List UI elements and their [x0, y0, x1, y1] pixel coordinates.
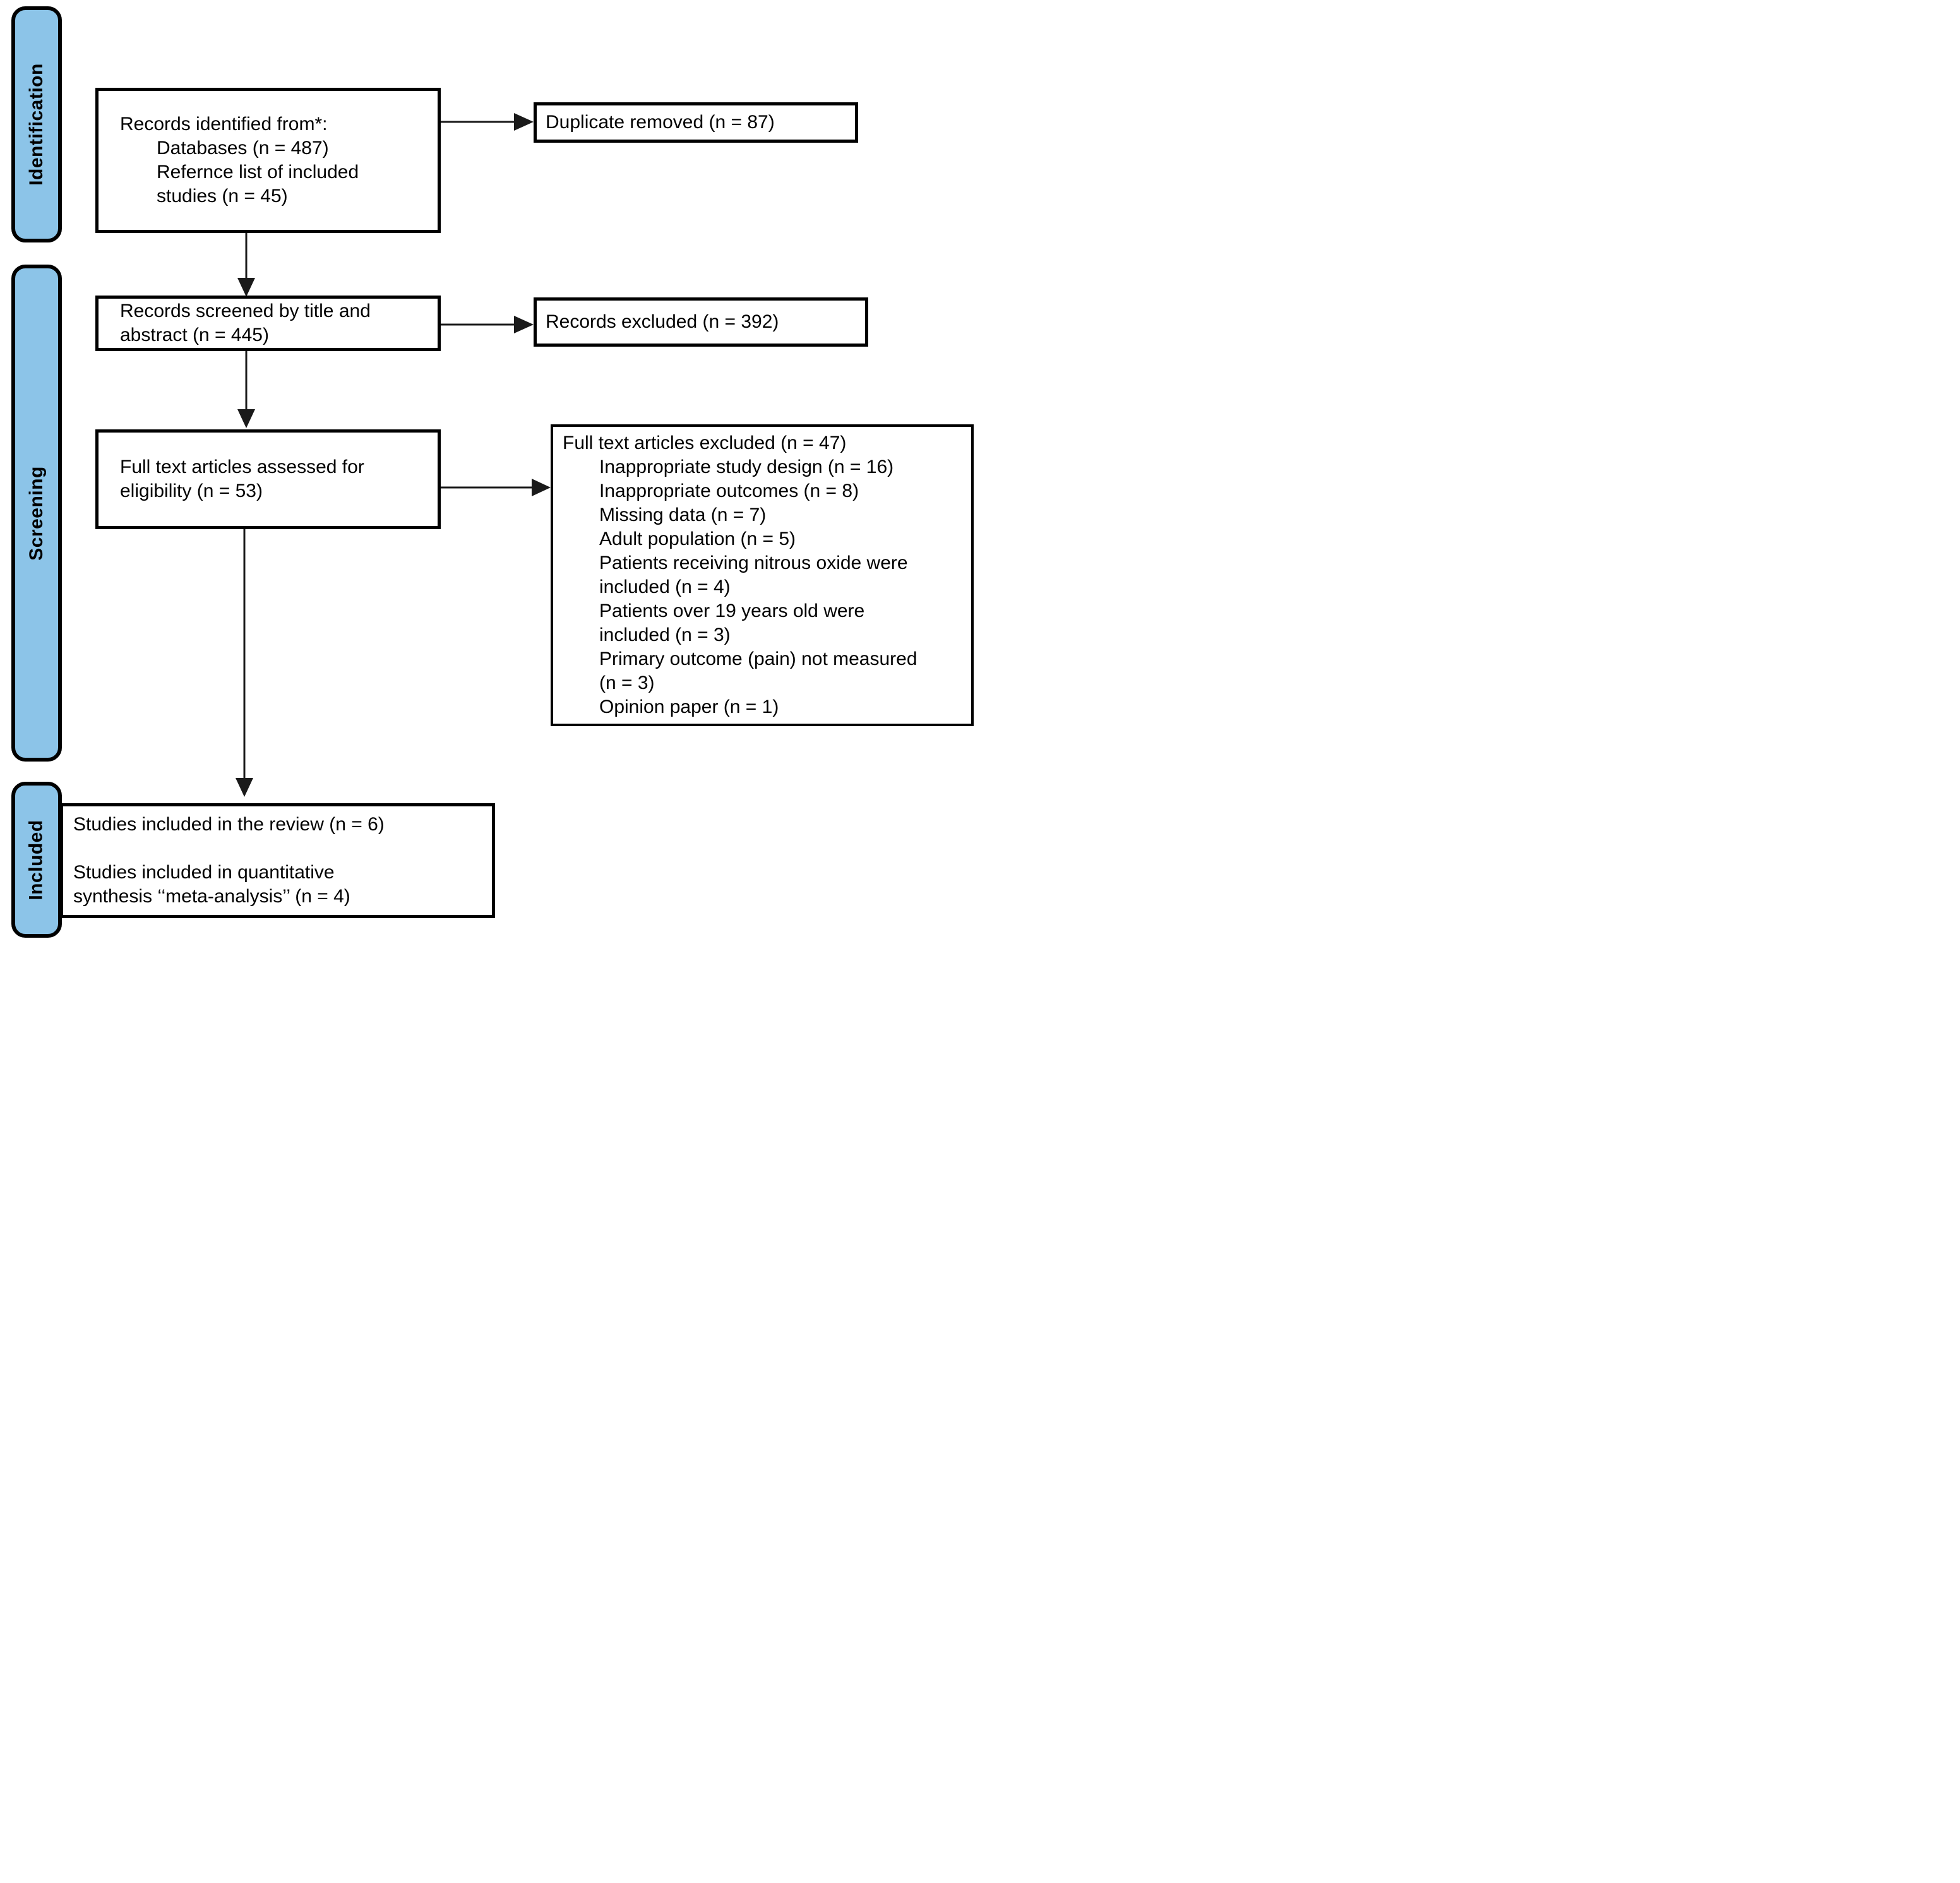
text-line: Primary outcome (pain) not measured — [599, 649, 917, 669]
prisma-flow-diagram: Identification Screening Included Record… — [0, 0, 980, 942]
text-line: Inappropriate study design (n = 16) — [599, 457, 894, 477]
text-line: Records excluded (n = 392) — [546, 311, 779, 332]
stage-label-included: Included — [26, 819, 47, 900]
box-fulltext-excluded: Full text articles excluded (n = 47) Inap… — [551, 424, 974, 726]
text-line: Records screened by title and — [120, 301, 371, 321]
text-line: abstract (n = 445) — [120, 325, 269, 345]
box-fulltext-assessed: Full text articles assessed for eligibili… — [95, 429, 441, 529]
text-line: (n = 3) — [599, 672, 655, 693]
arrowhead-screened — [237, 278, 255, 297]
arrowhead-duplicates — [514, 113, 534, 131]
stage-bar-included: Included — [11, 782, 62, 938]
text-line: synthesis ‘‘meta-analysis’’ (n = 4) — [73, 886, 350, 907]
flow-connectors — [236, 113, 551, 797]
text-line: Studies included in quantitative — [73, 862, 335, 883]
text-line: included (n = 4) — [599, 577, 731, 597]
stage-label-screening: Screening — [26, 465, 47, 561]
text-line — [73, 837, 492, 861]
box-records-excluded: Records excluded (n = 392) — [534, 297, 868, 347]
text-line: Full text articles assessed for — [120, 457, 364, 477]
text-line: Patients receiving nitrous oxide were — [599, 553, 908, 573]
arrowhead-fulltext — [237, 409, 255, 428]
stage-bar-screening: Screening — [11, 265, 62, 762]
text-line: Refernce list of included — [157, 162, 359, 182]
stage-label-identification: Identification — [26, 63, 47, 186]
text-line: Opinion paper (n = 1) — [599, 696, 779, 717]
box-duplicates-removed: Duplicate removed (n = 87) — [534, 102, 858, 143]
text-line: Missing data (n = 7) — [599, 505, 767, 525]
box-records-identified: Records identified from*: Databases (n = … — [95, 88, 441, 233]
text-line: Adult population (n = 5) — [599, 529, 796, 549]
arrowhead-records-excluded — [514, 316, 534, 333]
text-line: eligibility (n = 53) — [120, 481, 263, 501]
text-line: Full text articles excluded (n = 47) — [563, 433, 847, 453]
text-line: Duplicate removed (n = 87) — [546, 112, 775, 133]
text-line: Patients over 19 years old were — [599, 601, 865, 621]
box-records-screened: Records screened by title and abstract (n… — [95, 296, 441, 351]
text-line: Studies included in the review (n = 6) — [73, 814, 385, 835]
text-line: Databases (n = 487) — [157, 138, 329, 158]
text-line: Inappropriate outcomes (n = 8) — [599, 481, 859, 501]
stage-bar-identification: Identification — [11, 6, 62, 242]
text-line: included (n = 3) — [599, 625, 731, 645]
arrowhead-fulltext-excluded — [532, 479, 551, 496]
text-line: studies (n = 45) — [157, 186, 288, 206]
arrowhead-included — [236, 778, 253, 797]
text-line: Records identified from*: — [120, 114, 328, 134]
box-studies-included: Studies included in the review (n = 6) S… — [60, 803, 495, 918]
